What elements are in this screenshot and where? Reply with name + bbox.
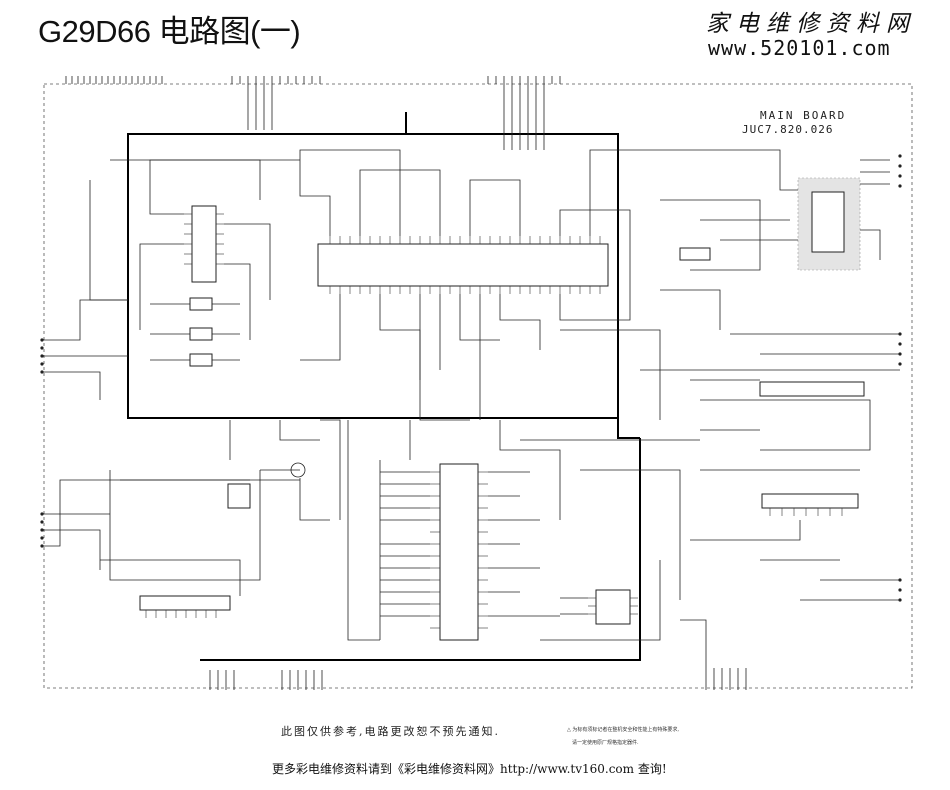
left-connector-upper	[40, 299, 128, 400]
page-title: G29D66 电路图(一)	[38, 14, 301, 49]
safety-note-line-2: 请一定使用原厂规格指定器件.	[572, 740, 639, 746]
bottom-connector-left	[209, 670, 235, 690]
top-connector-tv-board	[231, 76, 321, 130]
interconnect-wiring	[229, 289, 900, 600]
board-label: MAIN BOARD	[760, 109, 847, 122]
right-connector-middle	[730, 332, 902, 366]
board-outline	[43, 83, 913, 689]
main-ic-bottom-pins	[329, 286, 601, 294]
cpu-ic	[347, 420, 560, 641]
site-url: www.520101.com	[708, 36, 891, 60]
left-connector-lower	[40, 479, 300, 570]
main-ic	[299, 149, 640, 421]
video-output-ic	[690, 379, 871, 451]
filter-blocks-left	[150, 297, 240, 367]
audio-output-ic	[690, 469, 860, 561]
top-connector-tv-av	[65, 76, 163, 84]
board-part-number: JUC7.820.026	[742, 123, 834, 136]
audio-ic	[100, 462, 330, 618]
bottom-connector-right	[680, 619, 747, 690]
main-ic-top-pins	[329, 236, 601, 244]
flyback-area	[640, 149, 890, 271]
safety-note-line-1: △ 为标有须标记者在整机安全和性能上有特殊要求,	[567, 727, 680, 733]
right-connector-upper	[898, 154, 902, 188]
top-connector-right	[487, 76, 561, 150]
bottom-connector-middle	[281, 670, 323, 690]
site-name: 家电维修资料网	[706, 11, 916, 37]
heavy-bus-lines	[127, 112, 641, 661]
footer-text: 更多彩电维修资料请到《彩电维修资料网》http://www.tv160.com …	[272, 762, 667, 776]
ic-left-upper	[89, 159, 300, 340]
disclaimer-note: 此图仅供参考,电路更改恕不预先通知.	[281, 725, 500, 738]
right-connector-lower	[800, 578, 902, 602]
memory-ic	[540, 560, 661, 641]
